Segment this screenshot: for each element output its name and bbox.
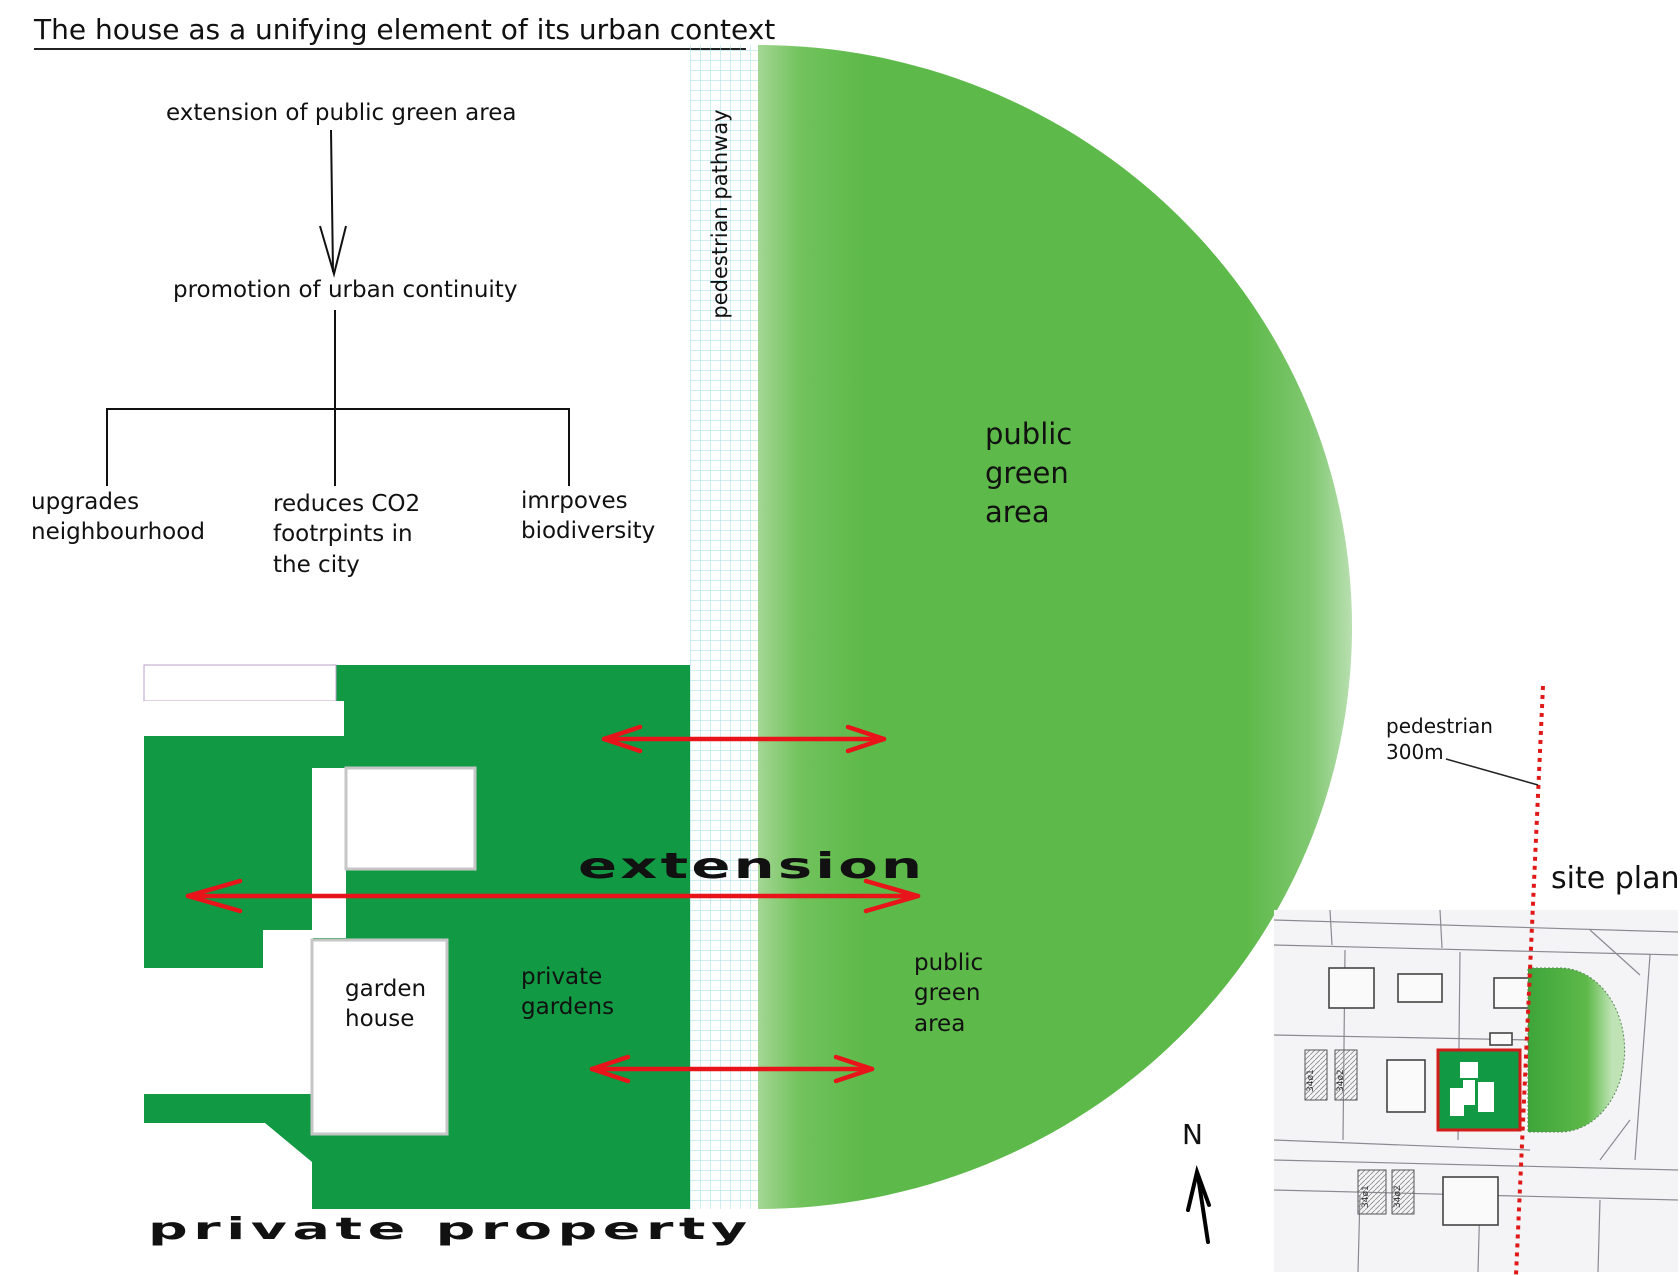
flowchart-connectors: [106, 129, 570, 486]
private-property-block: [143, 664, 690, 1209]
public-green-area-label: public green area: [985, 417, 1073, 530]
site-plan-inset: 34ø1 34ø2 34ø1 34ø2: [1273, 909, 1679, 1273]
extension-arrows: [185, 724, 921, 1084]
pedestrian-distance-label: pedestrian 300m: [1386, 714, 1493, 765]
site-plan-house-tag: 34ø1: [1306, 1069, 1316, 1092]
pedestrian-pathway-strip: [690, 45, 758, 1209]
pedestrian-distance-leader: [1445, 758, 1539, 786]
flowchart-top-node: extension of public green area: [166, 100, 517, 126]
private-gardens-label: private gardens: [521, 964, 615, 1021]
site-plan-house-tag: 34ø2: [1336, 1069, 1346, 1092]
diagram-title: The house as a unifying element of its u…: [34, 13, 776, 46]
flowchart-branch-upgrades: upgrades neighbourhood: [31, 489, 205, 546]
public-green-area-small-label: public green area: [914, 950, 984, 1037]
public-green-area-shape: [758, 45, 1352, 1209]
site-plan-house-tag: 34ø2: [1393, 1185, 1403, 1208]
extension-label: extension: [578, 846, 926, 887]
north-arrow-icon: [1186, 1165, 1211, 1244]
site-plan-label: site plan: [1551, 861, 1680, 896]
garden-house-shape: [310, 938, 449, 1136]
flowchart-branch-co2: reduces CO2 footrpints in the city: [273, 491, 421, 578]
title-underline: [34, 48, 746, 50]
site-plan-public-green: [1527, 967, 1626, 1133]
flowchart-middle-node: promotion of urban continuity: [173, 277, 518, 303]
pedestrian-pathway-label: pedestrian pathway: [708, 109, 732, 319]
private-property-label: private property: [148, 1212, 753, 1247]
site-plan-house-tag: 34ø1: [1361, 1185, 1371, 1208]
garden-house-label: garden house: [345, 976, 427, 1033]
flowchart-branch-biodiversity: imrpoves biodiversity: [521, 488, 656, 545]
north-label: N: [1182, 1118, 1203, 1151]
